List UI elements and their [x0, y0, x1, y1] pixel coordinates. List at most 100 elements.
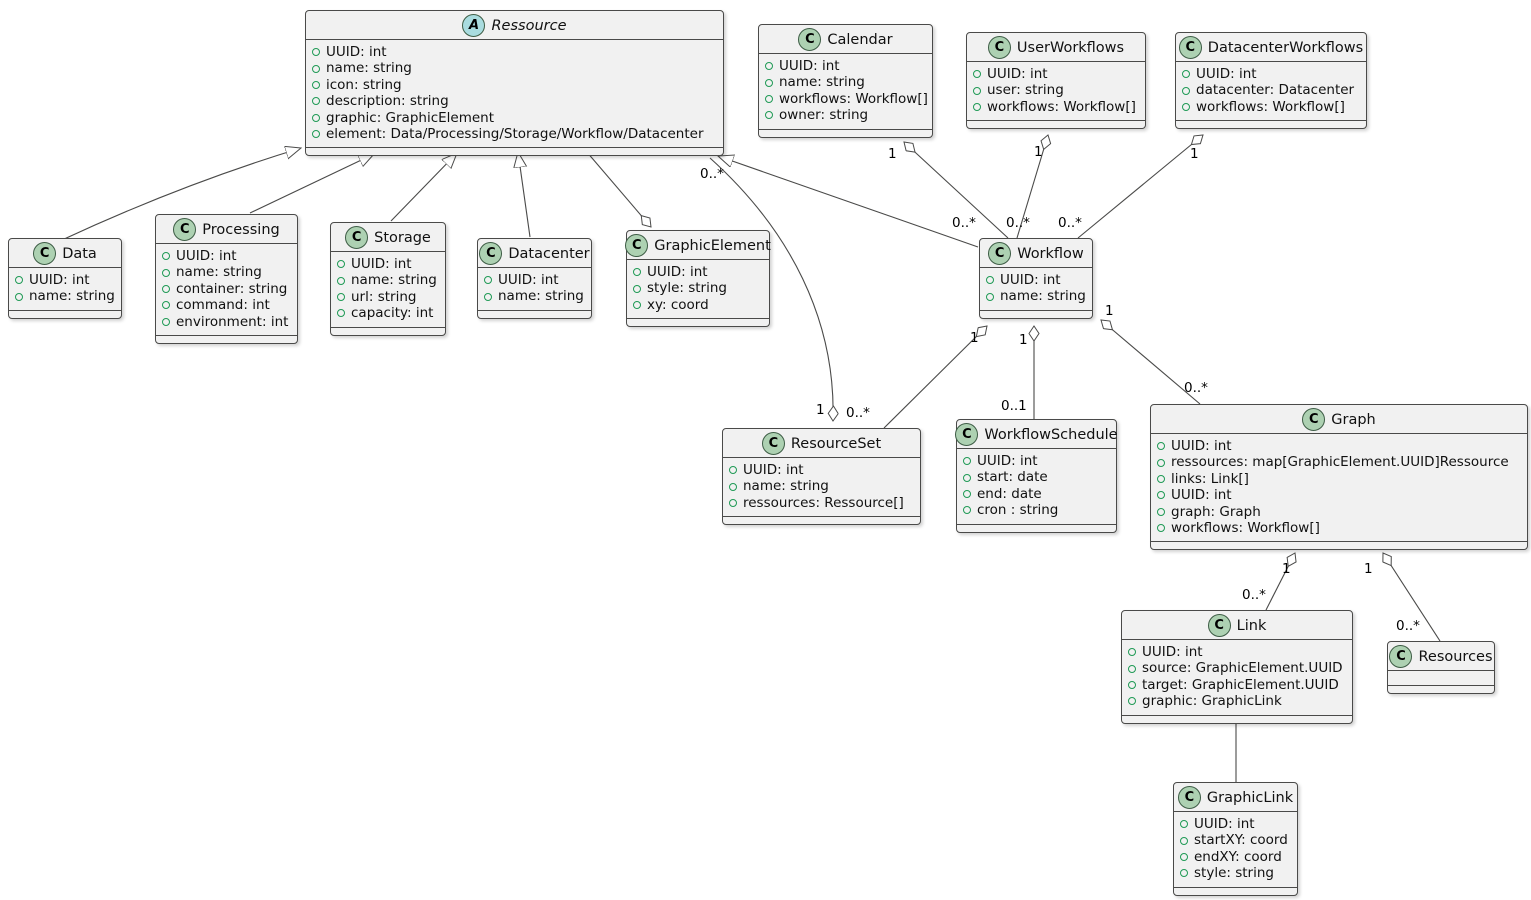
multiplicity-label: 0..* [952, 215, 976, 231]
attribute-text: UUID: int [1142, 644, 1203, 660]
attribute-text: UUID: int [29, 272, 90, 288]
class-methods-compartment [9, 309, 121, 318]
edge-userworkflows-workflow [1016, 135, 1048, 239]
field-visibility-icon [765, 111, 773, 120]
class-attribute: UUID: int [312, 44, 716, 60]
attribute-text: target: GraphicElement.UUID [1142, 676, 1339, 693]
field-visibility-icon [1157, 491, 1165, 500]
class-attribute: UUID: int [973, 66, 1138, 82]
class-attribute: description: string [312, 93, 716, 109]
class-methods-compartment [759, 128, 932, 137]
class-attribute: UUID: int [162, 248, 290, 264]
attribute-text: UUID: int [1171, 487, 1232, 504]
class-name: Data [62, 245, 97, 262]
field-visibility-icon [162, 252, 170, 261]
class-attribute: UUID: int [337, 256, 438, 272]
class-attribute: ressources: Ressource[] [729, 495, 913, 511]
class-attribute: end: date [963, 486, 1109, 502]
field-visibility-icon [1182, 70, 1190, 79]
edge-workflow-graph [1101, 320, 1201, 405]
class-attribute: UUID: int [1182, 66, 1359, 82]
class-attribute: start: date [963, 469, 1109, 485]
field-visibility-icon [633, 301, 641, 310]
field-visibility-icon [1157, 442, 1165, 451]
class-name: WorkflowSchedule [984, 426, 1118, 443]
attribute-text: url: string [351, 288, 417, 305]
field-visibility-icon [337, 309, 345, 318]
field-visibility-icon [15, 276, 23, 285]
attribute-text: workflows: Workflow[] [1171, 520, 1320, 537]
field-visibility-icon [765, 62, 773, 71]
attribute-text: UUID: int [1196, 66, 1257, 82]
field-visibility-icon [162, 285, 170, 294]
attribute-text: cron : string [977, 502, 1059, 519]
multiplicity-label: 1 [1282, 561, 1291, 577]
attribute-text: name: string [351, 272, 437, 289]
class-attributes [1388, 671, 1494, 685]
multiplicity-label: 0..* [1006, 215, 1030, 231]
attribute-text: graphic: GraphicLink [1142, 693, 1282, 710]
attribute-text: UUID: int [1194, 816, 1255, 832]
field-visibility-icon [973, 70, 981, 79]
field-visibility-icon [986, 276, 994, 285]
multiplicity-label: 0..* [846, 405, 870, 421]
edge-workflow-resourceset [883, 326, 987, 429]
class-attributes: UUID: int ressources: map[GraphicElement.… [1151, 434, 1527, 541]
field-visibility-icon [1128, 648, 1136, 657]
class-methods-compartment [478, 309, 591, 318]
attribute-text: element: Data/Processing/Storage/Workflo… [326, 126, 704, 143]
class-attribute: UUID: int [15, 272, 114, 288]
class-methods-compartment [1174, 886, 1297, 895]
class-name: GraphicLink [1206, 789, 1294, 806]
attribute-text: UUID: int [176, 248, 237, 264]
attribute-text: command: int [176, 297, 270, 314]
attribute-text: user: string [987, 82, 1064, 99]
class-attribute: datacenter: Datacenter [1182, 82, 1359, 98]
field-visibility-icon [1128, 697, 1136, 706]
attribute-text: graphic: GraphicElement [326, 109, 495, 126]
field-visibility-icon [337, 260, 345, 269]
class-attribute: name: string [337, 272, 438, 288]
field-visibility-icon [1128, 664, 1136, 673]
field-visibility-icon [729, 482, 737, 491]
class-attribute: ressources: map[GraphicElement.UUID]Ress… [1157, 454, 1520, 470]
attribute-text: links: Link[] [1171, 470, 1249, 487]
attribute-text: start: date [977, 469, 1048, 486]
class-icon: C [988, 242, 1012, 265]
attribute-text: workflows: Workflow[] [1196, 98, 1345, 115]
class-attribute: icon: string [312, 77, 716, 93]
class-methods-compartment [1176, 120, 1366, 128]
abstract-icon: A [462, 14, 486, 37]
class-name: Calendar [827, 31, 893, 48]
field-visibility-icon [1157, 475, 1165, 484]
field-visibility-icon [15, 292, 23, 301]
class-icon: C [798, 28, 822, 51]
attribute-text: xy: coord [647, 296, 709, 313]
edge-graph-resources [1383, 553, 1441, 642]
class-attribute: source: GraphicElement.UUID [1128, 660, 1345, 676]
class-methods-compartment [957, 523, 1116, 532]
multiplicity-label: 1 [888, 146, 897, 162]
field-visibility-icon [963, 506, 971, 515]
attribute-text: environment: int [176, 313, 289, 330]
field-visibility-icon [337, 293, 345, 302]
class-attribute: name: string [15, 288, 115, 304]
attribute-text: startXY: coord [1194, 832, 1288, 849]
class-attribute: endXY: coord [1180, 849, 1290, 865]
multiplicity-label: 0..* [1058, 215, 1082, 231]
